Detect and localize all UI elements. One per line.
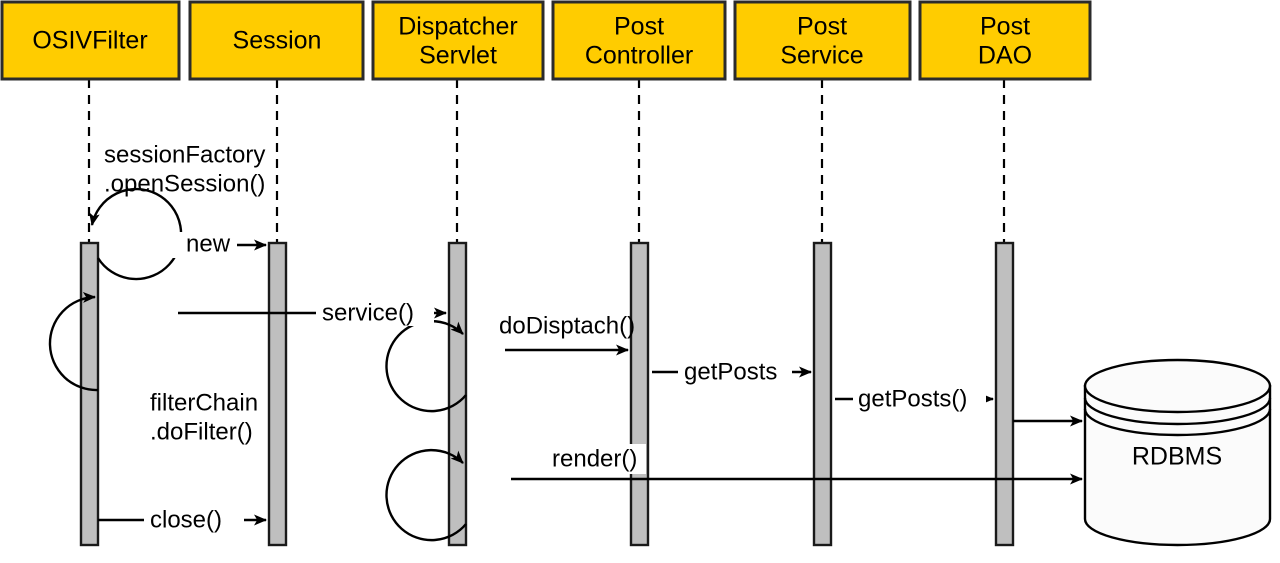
participant-box-dispatcher[interactable]: [371, 0, 545, 81]
participant-service[interactable]: Post Service: [733, 0, 912, 81]
activation-bar-service: [812, 241, 833, 547]
participant-dao[interactable]: Post DAO: [918, 0, 1092, 81]
participant-label-dao-line2: DAO: [978, 42, 1032, 70]
participant-box-session[interactable]: [188, 0, 365, 81]
activation-bar-osiv: [79, 241, 100, 547]
message-arrow-dodispatch: [385, 319, 467, 413]
database-ring-two: [1083, 408, 1272, 437]
activation-bar-dispatcher: [447, 241, 468, 547]
message-label-service: service(): [322, 299, 414, 326]
participant-boxes: OSIVFilter Session Dispatcher Servlet Po…: [0, 0, 1092, 81]
message-label-sessionfactory-line2: .openSession(): [104, 170, 265, 197]
message-labels: sessionFactory .openSession() new filter…: [104, 141, 967, 533]
knockout-new: [137, 232, 237, 258]
participant-label-session: Session: [233, 27, 322, 55]
message-label-dodispatch: doDisptach(): [499, 312, 635, 339]
participant-osiv[interactable]: OSIVFilter: [0, 0, 181, 81]
message-label-getposts: getPosts: [684, 358, 777, 385]
knockout-render: [548, 444, 646, 474]
participant-label-controller-line1: Post: [614, 13, 664, 41]
participant-controller[interactable]: Post Controller: [551, 0, 727, 81]
message-arrow-render: [385, 448, 467, 542]
message-label-render: render(): [552, 445, 637, 472]
participant-label-osiv: OSIVFilter: [32, 27, 147, 55]
participant-label-service-line2: Service: [780, 42, 863, 70]
knockout-close: [144, 507, 244, 533]
label-knockouts: [137, 232, 986, 533]
message-arrow-sessionfactory-opensession: [89, 187, 183, 281]
message-label-close: close(): [150, 506, 222, 533]
knockout-service: [316, 300, 434, 326]
participant-dispatcher[interactable]: Dispatcher Servlet: [371, 0, 545, 81]
message-label-filterchain-line2: .doFilter(): [150, 418, 253, 445]
participant-box-osiv[interactable]: [0, 0, 181, 81]
activation-bar-controller: [629, 241, 650, 547]
database-ring-one: [1083, 397, 1272, 426]
participant-box-dao[interactable]: [918, 0, 1092, 81]
database-rdbms[interactable]: RDBMS: [1083, 358, 1272, 547]
message-label-new: new: [186, 230, 231, 257]
message-label-getposts-parens: getPosts(): [858, 385, 967, 412]
participant-label-dispatcher-line2: Servlet: [419, 42, 497, 70]
participant-label-service-line1: Post: [797, 13, 847, 41]
message-label-sessionfactory-line1: sessionFactory: [104, 141, 265, 168]
knockout-getposts: [678, 359, 792, 385]
participant-box-controller[interactable]: [551, 0, 727, 81]
knockout-getposts-parens: [853, 386, 986, 412]
participant-session[interactable]: Session: [188, 0, 365, 81]
message-label-filterchain-line1: filterChain: [150, 389, 258, 416]
database-body: [1083, 384, 1272, 547]
participant-label-dao-line1: Post: [980, 13, 1030, 41]
participant-box-service[interactable]: [733, 0, 912, 81]
activation-bar-session: [267, 241, 288, 547]
database-label: RDBMS: [1132, 443, 1222, 471]
activation-bar-dao: [994, 241, 1015, 547]
database-top-ellipse: [1083, 358, 1272, 414]
lifelines: [87, 79, 1006, 248]
participant-label-controller-line2: Controller: [585, 42, 693, 70]
message-arrow-filterchain-dofilter: [48, 291, 99, 392]
participant-label-dispatcher-line1: Dispatcher: [398, 13, 518, 41]
